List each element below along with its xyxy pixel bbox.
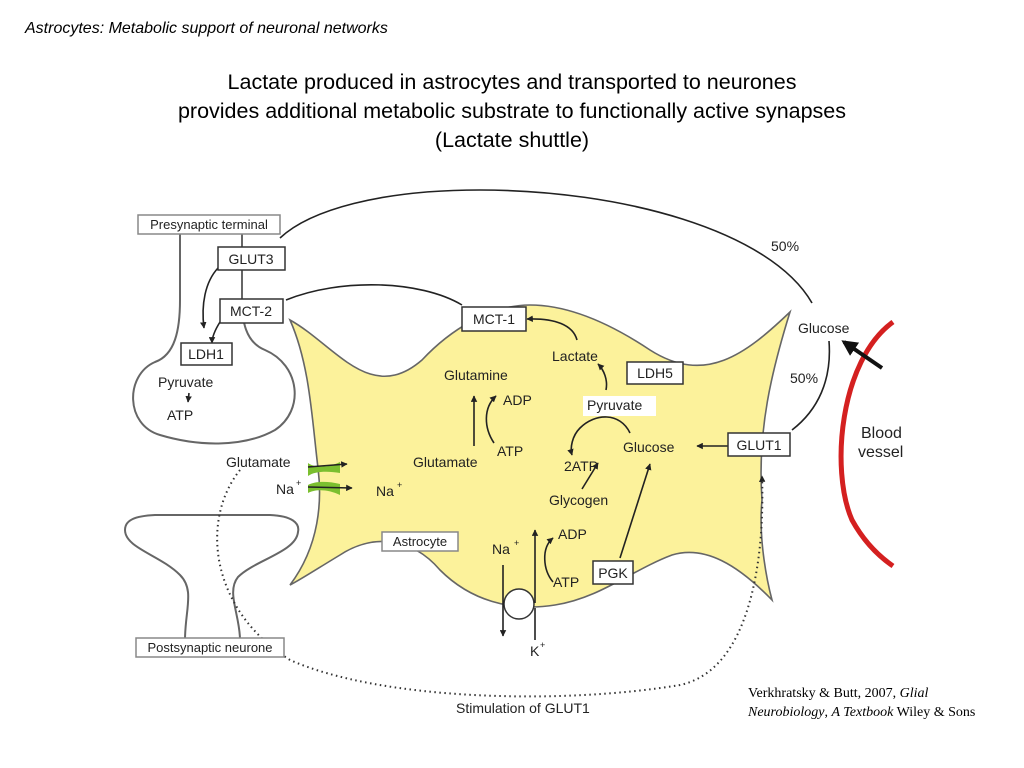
sup-k-ion: + xyxy=(540,640,545,650)
citation-separator: , xyxy=(824,705,828,720)
label-atp-upper: ATP xyxy=(497,443,523,459)
citation-subtitle: A Textbook xyxy=(831,705,894,720)
label-pyruvate-astro: Pyruvate xyxy=(587,397,642,413)
svg-text:LDH1: LDH1 xyxy=(188,346,224,362)
label-adp-lower: ADP xyxy=(558,526,587,542)
astrocyte-shape xyxy=(288,304,792,608)
label-glucose-astro: Glucose xyxy=(623,439,675,455)
svg-text:GLUT1: GLUT1 xyxy=(736,437,781,453)
label-postsynaptic-neurone: Postsynaptic neurone xyxy=(135,637,285,658)
label-percent-right: 50% xyxy=(790,370,818,386)
svg-text:LDH5: LDH5 xyxy=(637,365,673,381)
label-ldh1: LDH1 xyxy=(180,342,233,366)
label-2atp: 2ATP xyxy=(564,458,598,474)
slide-topic: Astrocytes: Metabolic support of neurona… xyxy=(25,20,388,37)
headline-line-2: provides additional metabolic substrate … xyxy=(177,99,847,123)
label-glucose-blood: Glucose xyxy=(798,320,850,336)
label-astrocyte: Astrocyte xyxy=(381,531,459,552)
sup-na-lower: + xyxy=(514,538,519,548)
svg-text:MCT-2: MCT-2 xyxy=(230,303,272,319)
svg-text:Astrocyte: Astrocyte xyxy=(393,534,447,549)
svg-text:GLUT3: GLUT3 xyxy=(228,251,273,267)
blood-vessel-shape xyxy=(838,319,895,569)
svg-text:MCT-1: MCT-1 xyxy=(473,311,515,327)
label-stimulation: Stimulation of GLUT1 xyxy=(456,700,590,716)
label-glut1: GLUT1 xyxy=(727,432,791,457)
label-atp-neuron: ATP xyxy=(167,407,193,423)
label-ldh5: LDH5 xyxy=(626,361,684,385)
postsynaptic-neurone-shape xyxy=(123,514,300,641)
label-atp-lower: ATP xyxy=(553,574,579,590)
presynaptic-terminal-shape xyxy=(132,232,296,445)
headline-line-1: Lactate produced in astrocytes and trans… xyxy=(227,70,797,94)
label-glut3: GLUT3 xyxy=(217,246,286,271)
svg-text:Presynaptic terminal: Presynaptic terminal xyxy=(150,217,268,232)
citation-authors: Verkhratsky & Butt, 2007, xyxy=(748,686,897,701)
citation-book: Glial Neurobiology xyxy=(748,686,929,720)
blood-glucose-arrow xyxy=(841,340,884,370)
label-k-ion: K xyxy=(530,643,540,659)
label-glutamate-astro: Glutamate xyxy=(413,454,478,470)
label-presynaptic-terminal: Presynaptic terminal xyxy=(137,214,281,235)
slide-headline: Lactate produced in astrocytes and trans… xyxy=(0,68,1024,155)
sup-na-astro: + xyxy=(397,480,402,490)
label-glycogen: Glycogen xyxy=(549,492,608,508)
svg-text:PGK: PGK xyxy=(598,565,628,581)
label-percent-top: 50% xyxy=(771,238,799,254)
label-pgk: PGK xyxy=(592,560,634,585)
svg-text:Postsynaptic neurone: Postsynaptic neurone xyxy=(147,640,272,655)
label-pyruvate-neuron: Pyruvate xyxy=(158,374,213,390)
label-lactate: Lactate xyxy=(552,348,598,364)
na-k-pump-icon xyxy=(503,588,535,620)
label-mct-2: MCT-2 xyxy=(219,298,284,324)
label-na-astro: Na xyxy=(376,483,394,499)
label-adp-upper: ADP xyxy=(503,392,532,408)
label-blood-vessel-line-1: Blood xyxy=(861,425,902,442)
label-glutamate-synapse: Glutamate xyxy=(226,454,291,470)
sup-na-synapse: + xyxy=(296,478,301,488)
citation: Verkhratsky & Butt, 2007, Glial Neurobio… xyxy=(748,684,988,722)
label-na-synapse: Na xyxy=(276,481,294,497)
label-glutamine: Glutamine xyxy=(444,367,508,383)
citation-publisher: Wiley & Sons xyxy=(896,705,976,720)
label-na-lower: Na xyxy=(492,541,510,557)
headline-line-3: (Lactate shuttle) xyxy=(434,128,590,152)
label-mct-1: MCT-1 xyxy=(461,306,527,332)
pathway-arrows xyxy=(185,189,831,640)
label-blood-vessel-line-2: vessel xyxy=(858,444,903,461)
